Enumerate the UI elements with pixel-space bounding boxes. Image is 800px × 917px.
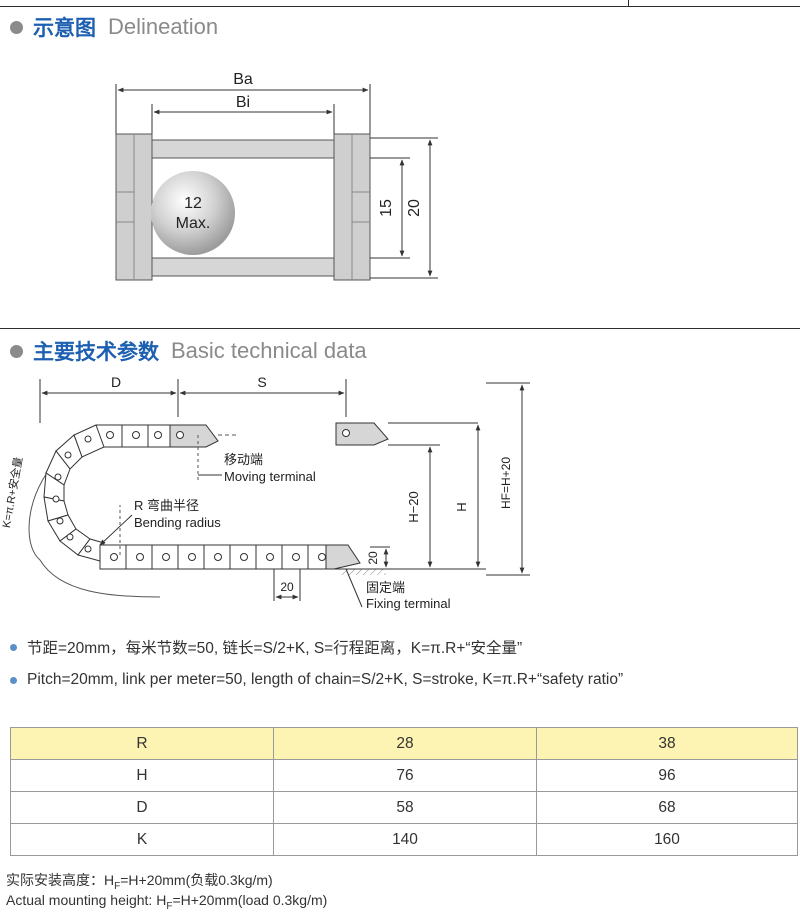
top-crossbar bbox=[151, 139, 335, 159]
row-value: 140 bbox=[273, 823, 537, 856]
k-formula-label: K=π.R+安全量 bbox=[0, 456, 25, 529]
row-value: 68 bbox=[536, 791, 798, 824]
row-label: D bbox=[10, 791, 274, 824]
bending-radius-cn: R 弯曲半径 bbox=[134, 498, 199, 513]
d-label: D bbox=[111, 374, 121, 390]
ball-max-label: Max. bbox=[176, 215, 211, 232]
note-en-text: Pitch=20mm, link per meter=50, length of… bbox=[27, 671, 624, 688]
footer-en-prefix: Actual mounting height: H bbox=[6, 892, 167, 908]
ba-label: Ba bbox=[233, 71, 253, 88]
s-label: S bbox=[257, 374, 266, 390]
top-rule bbox=[0, 6, 800, 7]
row-value: 96 bbox=[536, 759, 798, 792]
h-minus-20-label: H−20 bbox=[406, 491, 421, 522]
dim-20-bottom-label: 20 bbox=[280, 580, 294, 594]
row-label: K bbox=[10, 823, 274, 856]
section-bullet-icon bbox=[10, 20, 23, 34]
spec-table: R 28 38 H 76 96 D 58 68 K 140 160 bbox=[10, 727, 798, 856]
note-bullet-icon bbox=[10, 643, 17, 651]
top-rule-tick bbox=[600, 0, 629, 7]
footer-en: Actual mounting height: HF=H+20mm(load 0… bbox=[6, 892, 327, 912]
chain-lower-run bbox=[99, 544, 335, 570]
footer-cn: 实际安装高度：HF=H+20mm(负载0.3kg/m) bbox=[6, 870, 273, 892]
technical-diagram: D S K=π.R+安全量 bbox=[0, 374, 530, 611]
section-title-en: Delineation bbox=[108, 14, 219, 39]
section-header-delineation: 示意图 Delineation bbox=[10, 12, 218, 42]
moving-terminal-block bbox=[169, 424, 219, 448]
footer-cn-prefix: 实际安装高度：H bbox=[6, 872, 115, 888]
bottom-crossbar bbox=[151, 257, 335, 277]
footer-cn-suffix: =H+20mm(负载0.3kg/m) bbox=[120, 872, 273, 888]
footer-en-suffix: =H+20mm(load 0.3kg/m) bbox=[172, 892, 328, 908]
dim-20-label: 20 bbox=[406, 199, 423, 217]
max-diameter-ball bbox=[151, 171, 235, 255]
row-label: R bbox=[10, 727, 274, 760]
delineation-diagram: Ba Bi 12 Max. 15 20 bbox=[115, 71, 438, 281]
dim-20-right-label: 20 bbox=[366, 551, 380, 565]
note-cn-text: 节距=20mm，每米节数=50, 链长=S/2+K, S=行程距离，K=π.R+… bbox=[27, 640, 523, 657]
moving-terminal-en: Moving terminal bbox=[224, 469, 316, 484]
fixing-terminal-block bbox=[325, 544, 361, 570]
table-row: H 76 96 bbox=[10, 759, 798, 792]
chain-bend bbox=[43, 424, 105, 562]
dim-15-label: 15 bbox=[378, 199, 395, 217]
hf-label: HF=H+20 bbox=[499, 457, 513, 509]
section-title-en: Basic technical data bbox=[171, 338, 367, 363]
row-value: 38 bbox=[536, 727, 798, 760]
bending-radius-en: Bending radius bbox=[134, 515, 221, 530]
table-row: R 28 38 bbox=[10, 727, 798, 760]
section-bullet-icon bbox=[10, 344, 23, 358]
moving-terminal-cn: 移动端 bbox=[224, 452, 263, 467]
row-value: 28 bbox=[273, 727, 537, 760]
row-value: 160 bbox=[536, 823, 798, 856]
h-label: H bbox=[454, 502, 469, 511]
moving-terminal-end-block bbox=[335, 422, 389, 446]
note-cn: 节距=20mm，每米节数=50, 链长=S/2+K, S=行程距离，K=π.R+… bbox=[10, 636, 522, 658]
note-en: Pitch=20mm, link per meter=50, length of… bbox=[10, 671, 623, 689]
row-value: 58 bbox=[273, 791, 537, 824]
ball-size-label: 12 bbox=[184, 195, 202, 212]
footer-en-sub: F bbox=[166, 900, 173, 912]
fixing-terminal-cn: 固定端 bbox=[366, 580, 405, 595]
section-divider bbox=[0, 328, 800, 329]
section-title-cn: 示意图 bbox=[33, 17, 96, 40]
table-row: D 58 68 bbox=[10, 791, 798, 824]
fixing-terminal-en: Fixing terminal bbox=[366, 596, 451, 611]
table-row: K 140 160 bbox=[10, 823, 798, 856]
footer-cn-sub: F bbox=[114, 880, 121, 892]
row-label: H bbox=[10, 759, 274, 792]
bi-label: Bi bbox=[236, 94, 250, 111]
section-header-technical: 主要技术参数 Basic technical data bbox=[10, 336, 367, 366]
section-title-cn: 主要技术参数 bbox=[33, 341, 159, 364]
note-bullet-icon bbox=[10, 676, 17, 684]
chain-upper-run bbox=[95, 424, 171, 448]
row-value: 76 bbox=[273, 759, 537, 792]
